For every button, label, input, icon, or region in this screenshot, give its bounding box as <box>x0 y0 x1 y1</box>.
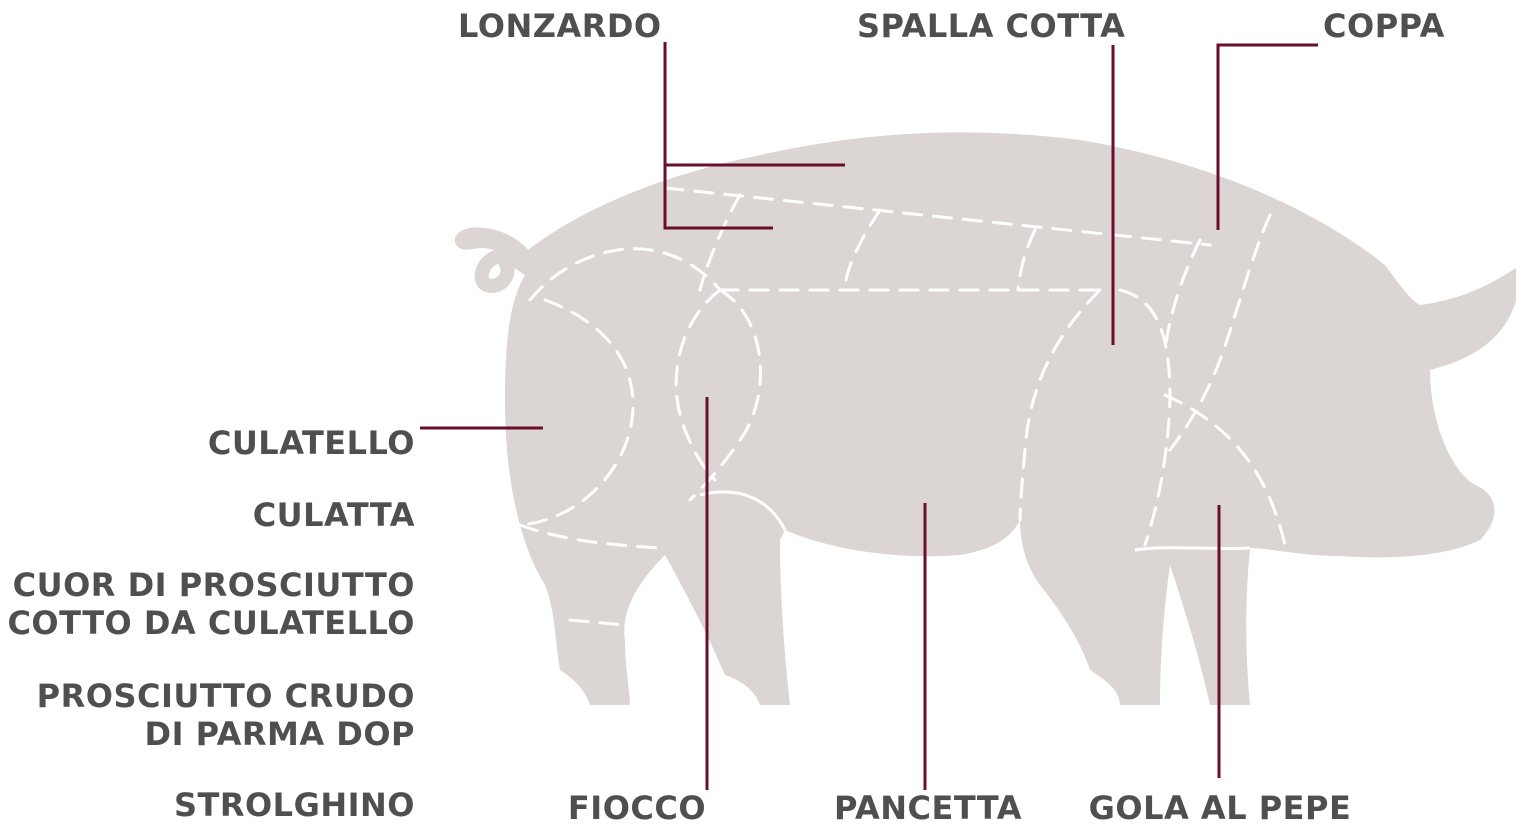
label-prosciutto-line-2: DI PARMA DOP <box>37 715 415 753</box>
pig-tail <box>462 235 530 286</box>
label-prosciutto-line-1: PROSCIUTTO CRUDO <box>37 677 415 715</box>
label-spalla-cotta: SPALLA COTTA <box>857 8 1125 44</box>
label-cuor-line-2: COTTO DA CULATELLO <box>7 604 415 642</box>
label-lonzardo: LONZARDO <box>458 8 662 44</box>
label-culatello: CULATELLO <box>208 425 415 461</box>
label-pancetta: PANCETTA <box>834 790 1022 826</box>
label-strolghino: STROLGHINO <box>174 787 415 823</box>
label-fiocco: FIOCCO <box>568 790 706 826</box>
label-cuor-line-1: CUOR DI PROSCIUTTO <box>7 566 415 604</box>
label-culatta: CULATTA <box>253 497 415 533</box>
label-coppa: COPPA <box>1323 8 1445 44</box>
pig-body <box>505 132 1516 705</box>
label-gola-al-pepe: GOLA AL PEPE <box>1089 790 1352 826</box>
label-cuor-di-prosciutto: CUOR DI PROSCIUTTO COTTO DA CULATELLO <box>7 566 415 642</box>
label-prosciutto-crudo: PROSCIUTTO CRUDO DI PARMA DOP <box>37 677 415 753</box>
